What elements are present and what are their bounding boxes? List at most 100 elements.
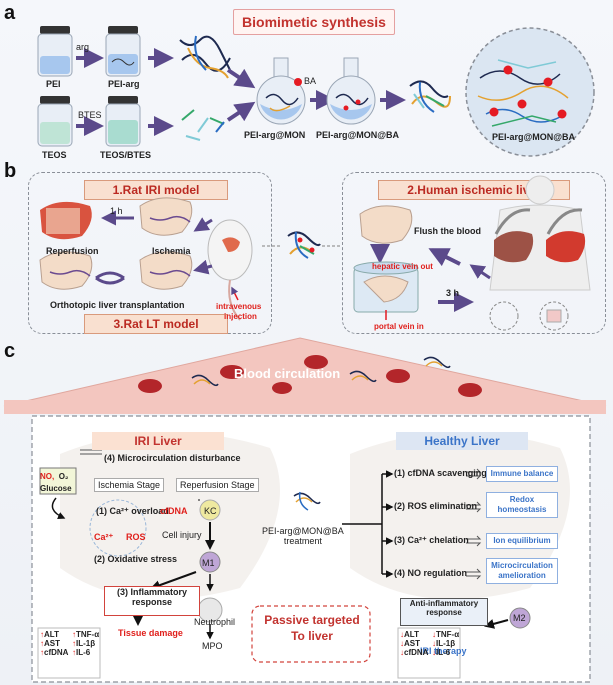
reperfusion-stage: Reperfusion Stage xyxy=(176,478,259,492)
down-arrow: ↓ xyxy=(400,630,404,639)
label-iv-2: injection xyxy=(224,312,257,321)
effect-immune-balance: Immune balance xyxy=(486,466,558,482)
down-arrow: ↓ xyxy=(432,648,436,657)
ca-overload: (1) Ca²⁺ overload xyxy=(96,506,169,516)
anti-inflammatory-line1: Anti-inflammatory xyxy=(409,599,479,608)
red-blood-cells xyxy=(138,355,482,397)
label-hepatic-out: hepatic vein out xyxy=(372,262,433,271)
label-pei-arg-mon: PEI-arg@MON xyxy=(244,130,306,140)
label-1h: 1 h xyxy=(110,206,123,216)
human-ischemic-title: 2.Human ischemic liver xyxy=(378,180,570,200)
right-marker-grid: ↓ALT↓TNF-α ↓AST↓IL-1β ↓cfDNA↓IL-6 xyxy=(400,630,460,657)
iri-therapy: IRI therapy xyxy=(420,646,467,656)
panel-b-graphic xyxy=(39,175,591,331)
marker-ast: AST xyxy=(404,639,420,648)
neutrophil-label: Neutrophil xyxy=(194,617,236,627)
panel-c-letter: c xyxy=(4,340,16,362)
panel-b-letter: b xyxy=(4,160,17,182)
passive-line1: Passive targeted xyxy=(264,613,360,627)
marker-cfdna: cfDNA xyxy=(44,648,69,657)
label-teos: TEOS xyxy=(42,150,67,160)
label-iv-1: intravenous xyxy=(216,302,262,311)
anti-inflammatory-box: Anti-inflammatory response xyxy=(400,598,488,626)
label-btes: BTES xyxy=(78,110,102,120)
up-arrow: ↑ xyxy=(72,648,76,657)
label-pei-arg: PEI-arg xyxy=(108,79,140,89)
marker-alt: ALT xyxy=(44,630,59,639)
up-arrow: ↑ xyxy=(40,639,44,648)
cfdna-label: cfDNA xyxy=(160,506,188,516)
ischemia-stage: Ischemia Stage xyxy=(94,478,165,492)
healthy-liver-label: Healthy Liver xyxy=(396,432,528,450)
pei-arg-network xyxy=(179,35,231,79)
down-arrow: ↓ xyxy=(432,630,436,639)
label-ba: BA xyxy=(304,76,317,86)
label-portal-in: portal vein in xyxy=(374,322,424,331)
rat-illustration xyxy=(207,219,253,321)
down-arrow: ↓ xyxy=(400,648,404,657)
label-ischemia: Ischemia xyxy=(152,246,191,256)
marker-il1b: IL-1β xyxy=(76,639,96,648)
nanoparticle xyxy=(409,80,451,113)
down-arrow: ↓ xyxy=(400,639,404,648)
ca2-label: Ca²⁺ xyxy=(94,532,114,542)
human-body xyxy=(489,175,591,291)
up-arrow: ↑ xyxy=(40,648,44,657)
effect-redox-homeostasis: Redox homeostasis xyxy=(486,492,558,518)
treatment-label: PEI-arg@MON@BA treatment xyxy=(262,526,344,546)
mech-3-label: (3) Ca²⁺ chelation xyxy=(394,535,469,545)
oxidative-stress: (2) Oxidative stress xyxy=(94,554,178,564)
label-pei: PEI xyxy=(46,79,61,89)
panel-a-letter: a xyxy=(4,2,16,24)
label-pei-arg-mon-ba: PEI-arg@MON@BA xyxy=(316,130,400,140)
marker-cfdna: cfDNA xyxy=(404,648,429,657)
mech-1-label: (1) cfDNA scavenging xyxy=(394,468,487,478)
marker-alt: ALT xyxy=(404,630,419,639)
label-teos-btes: TEOS/BTES xyxy=(100,150,152,160)
cell-injury: Cell injury xyxy=(162,530,202,540)
panel-a-graphic xyxy=(37,26,595,157)
no-label: NO, xyxy=(40,472,55,481)
treatment-line2: treatment xyxy=(283,536,322,546)
ros-label: ROS xyxy=(126,532,146,542)
effect-ion-equilibrium: Ion equilibrium xyxy=(486,533,558,549)
mech-2-label: (2) ROS elimination xyxy=(394,501,478,511)
kc-label: KC xyxy=(204,506,217,516)
marker-ast: AST xyxy=(44,639,60,648)
label-orthotopic: Orthotopic liver transplantation xyxy=(50,300,185,310)
passive-targeted: Passive targeted To liver xyxy=(254,612,370,644)
marker-tnf: TNF-α xyxy=(436,630,460,639)
label-flush: Flush the blood xyxy=(414,226,481,236)
m1-label: M1 xyxy=(202,558,215,568)
o2-label: O₂ xyxy=(58,472,69,481)
jar-teos xyxy=(37,96,73,147)
microcirculation-disturbance: (4) Microcirculation disturbance xyxy=(104,453,241,463)
up-arrow: ↑ xyxy=(72,639,76,648)
label-3h: 3 h xyxy=(446,288,460,298)
jar-teos-btes xyxy=(105,96,141,147)
glucose-label: Glucose xyxy=(40,484,72,493)
effect-microcirculation: Microcirculation amelioration xyxy=(486,558,558,584)
up-arrow: ↑ xyxy=(40,630,44,639)
iri-liver-label: IRI Liver xyxy=(92,432,224,450)
label-reperfusion: Reperfusion xyxy=(46,246,99,256)
anti-inflammatory-line2: response xyxy=(426,608,462,617)
marker-tnf: TNF-α xyxy=(76,630,100,639)
marker-il6: IL-6 xyxy=(76,648,91,657)
no-glucose-box: NO, O₂ Glucose xyxy=(40,466,76,493)
marker-il1b: IL-1β xyxy=(436,639,456,648)
silica-fibers xyxy=(181,109,225,141)
rat-iri-title: 1.Rat IRI model xyxy=(84,180,228,200)
inflammatory-box: (3) Inflammatory response xyxy=(104,586,200,616)
ba-dot xyxy=(294,78,302,86)
flask-pei-arg-mon xyxy=(256,57,306,125)
tissue-damage: Tissue damage xyxy=(118,628,183,638)
biomimetic-synthesis-title: Biomimetic synthesis xyxy=(233,9,395,35)
human-liver-box xyxy=(342,172,606,334)
passive-line2: To liver xyxy=(291,629,333,643)
marker-il6: IL-6 xyxy=(436,648,451,657)
m2-label: M2 xyxy=(513,613,526,623)
zoom-label: PEI-arg@MON@BA xyxy=(492,132,576,142)
inflammatory-line2: response xyxy=(131,597,173,607)
